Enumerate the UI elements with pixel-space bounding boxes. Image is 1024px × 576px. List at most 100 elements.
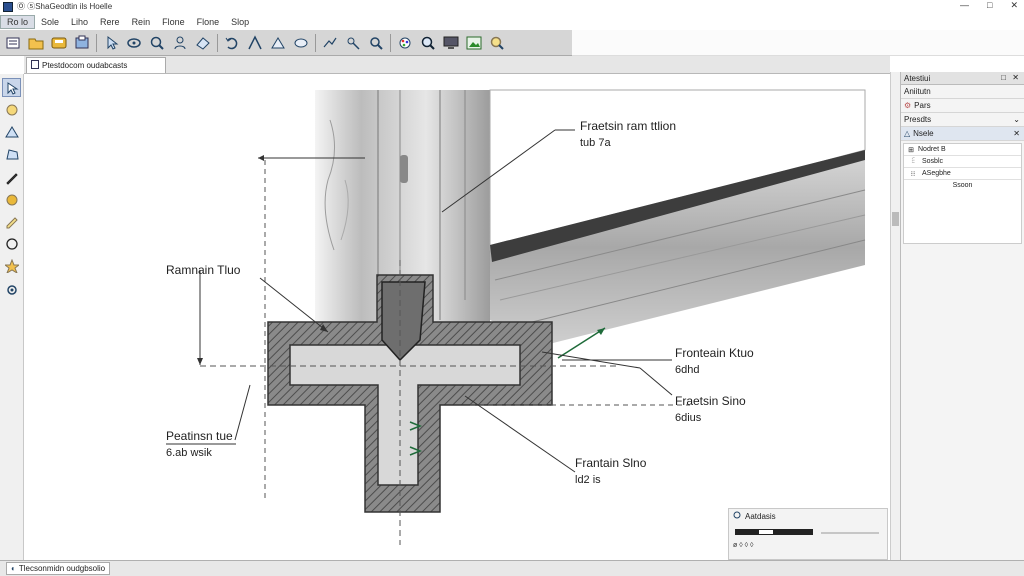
line-icon[interactable] xyxy=(245,33,264,52)
leader-arrowhead xyxy=(320,324,328,332)
tree-item[interactable]: ⁝⁝ASegbhe xyxy=(904,168,1021,180)
layer-tree: ⊞Nodret B ⫶⁝Sosblc ⁝⁝ASegbhe Ssoon xyxy=(903,143,1022,244)
navigator-title: Aatdasis xyxy=(745,511,776,521)
new-file-icon[interactable] xyxy=(3,33,22,52)
gear-icon: ⚙ xyxy=(904,101,912,110)
wall-texture xyxy=(340,179,349,241)
diagonal-rail xyxy=(490,150,865,345)
panel-close-icon[interactable]: ✕ xyxy=(1012,73,1019,82)
open-folder-icon[interactable] xyxy=(26,33,45,52)
status-field: ◐ Tlecsonmidn oudgbsolio xyxy=(6,562,111,575)
chevron-down-icon: ⌄ xyxy=(1013,115,1020,124)
title-bar: Ⓞ ⑤ShaGeodtin ils Hoelle — □ ✕ xyxy=(0,0,1024,13)
undo-icon[interactable] xyxy=(222,33,241,52)
maximize-button[interactable]: □ xyxy=(987,0,993,10)
monitor-icon[interactable] xyxy=(441,33,460,52)
pan-tool-icon[interactable] xyxy=(2,100,21,119)
status-icon: ◐ xyxy=(11,564,16,573)
annotation-icon[interactable] xyxy=(320,33,339,52)
scale-bar[interactable] xyxy=(735,529,813,535)
polygon-tool-icon[interactable] xyxy=(2,144,21,163)
panel-row-label: Pars xyxy=(914,101,931,110)
circle-tool-icon[interactable] xyxy=(2,234,21,253)
user-icon[interactable] xyxy=(170,33,189,52)
menu-item-insert[interactable]: Rere xyxy=(100,16,120,27)
center-wedge xyxy=(381,281,426,362)
navigator-header: Aatdasis xyxy=(729,509,887,523)
triangle-tool-icon[interactable] xyxy=(2,122,21,141)
cloud-icon[interactable] xyxy=(291,33,310,52)
callout-label: Fronteain Ktuo xyxy=(675,346,754,360)
document-tabstrip: Ptestdocom oudabcasts xyxy=(24,56,890,74)
menu-item-format[interactable]: Rein xyxy=(131,16,151,27)
find-icon[interactable] xyxy=(487,33,506,52)
close-icon[interactable]: ✕ xyxy=(1013,129,1020,138)
navigator-icon xyxy=(733,511,742,522)
menu-item-draw[interactable]: Flone xyxy=(196,16,220,27)
save-icon[interactable] xyxy=(49,33,68,52)
panel-restore-icon[interactable]: □ xyxy=(1001,73,1006,82)
drawing-canvas[interactable]: Fraetsin ram ttlion tub 7a Ramnain Tluo … xyxy=(24,74,890,560)
scale-bar-segment xyxy=(759,530,773,534)
leader-line xyxy=(259,277,329,333)
zoom-icon[interactable] xyxy=(147,33,166,52)
select-tool-icon[interactable] xyxy=(2,78,21,97)
frame-slot xyxy=(400,155,408,183)
tree-item-label: Sosblc xyxy=(922,158,944,165)
callout-sublabel: 6.ab wsik xyxy=(166,447,212,459)
callout-label: Fraetsin ram ttlion xyxy=(580,119,676,133)
fill-tool-icon[interactable] xyxy=(2,190,21,209)
edit-tool-icon[interactable] xyxy=(2,212,21,231)
pointer-icon[interactable] xyxy=(101,33,120,52)
cross-section-cavity xyxy=(289,344,521,486)
panel-row[interactable]: ⚙ Pars xyxy=(901,99,1024,113)
callout-label: Fraetsin Sino xyxy=(675,394,746,408)
toolbar-separator xyxy=(315,33,316,52)
star-tool-icon[interactable] xyxy=(2,256,21,275)
rail-edge-line xyxy=(519,239,866,326)
scrollbar-thumb[interactable] xyxy=(892,212,899,226)
status-text: Tlecsonmidn oudgbsolio xyxy=(18,564,106,573)
triangle-icon[interactable] xyxy=(268,33,287,52)
search-icon[interactable] xyxy=(366,33,385,52)
rail-edge-line xyxy=(494,189,866,281)
panel-dropdown[interactable]: Presdts ⌄ xyxy=(901,113,1024,127)
tree-item[interactable]: ⫶⁝Sosblc xyxy=(904,156,1021,168)
settings-tool-icon[interactable] xyxy=(2,280,21,299)
green-chevron xyxy=(409,421,423,431)
tools-icon[interactable] xyxy=(343,33,362,52)
palette-icon[interactable] xyxy=(395,33,414,52)
minimize-button[interactable]: — xyxy=(960,0,970,10)
panel-section-header[interactable]: △ Nsele ✕ xyxy=(901,127,1024,141)
tree-item-label: Nodret B xyxy=(918,146,946,153)
scale-ticks: ø ◊ ◊ ◊ xyxy=(733,542,754,549)
properties-panel-header: Atestiui □ ✕ xyxy=(901,72,1024,85)
image-icon[interactable] xyxy=(464,33,483,52)
canvas-vertical-scrollbar[interactable] xyxy=(890,72,900,560)
menu-item-help[interactable]: Slop xyxy=(231,16,250,27)
menu-bar: Ro lo Sole Liho Rere Rein Flone Flone Sl… xyxy=(0,13,1024,30)
technical-drawing: Fraetsin ram ttlion tub 7a Ramnain Tluo … xyxy=(166,89,866,545)
pen-tool-icon[interactable] xyxy=(2,168,21,187)
menu-item-file[interactable]: Ro lo xyxy=(0,14,36,29)
menu-item-view[interactable]: Liho xyxy=(71,16,89,27)
close-button[interactable]: ✕ xyxy=(1010,0,1018,10)
menu-item-tools[interactable]: Flone xyxy=(162,16,185,27)
document-tab[interactable]: Ptestdocom oudabcasts xyxy=(26,57,166,73)
leader-line xyxy=(441,129,556,213)
status-bar: ◐ Tlecsonmidn oudgbsolio xyxy=(0,560,1024,576)
tree-item-label: ASegbhe xyxy=(922,170,951,177)
panel-row[interactable]: Aniitutn xyxy=(901,85,1024,99)
leader-line xyxy=(639,367,673,396)
shape-icon[interactable] xyxy=(193,33,212,52)
toolbar-separator xyxy=(96,33,97,52)
callout-label: Frantain Slno xyxy=(575,456,647,470)
rotate-icon[interactable] xyxy=(124,33,143,52)
tree-item[interactable]: ⊞Nodret B xyxy=(904,144,1021,156)
document-icon xyxy=(31,60,39,71)
print-icon[interactable] xyxy=(72,33,91,52)
toolbar-separator xyxy=(217,33,218,52)
zoom-extents-icon[interactable] xyxy=(418,33,437,52)
dimension-arrow xyxy=(197,358,203,365)
menu-item-edit[interactable]: Sole xyxy=(41,16,60,27)
